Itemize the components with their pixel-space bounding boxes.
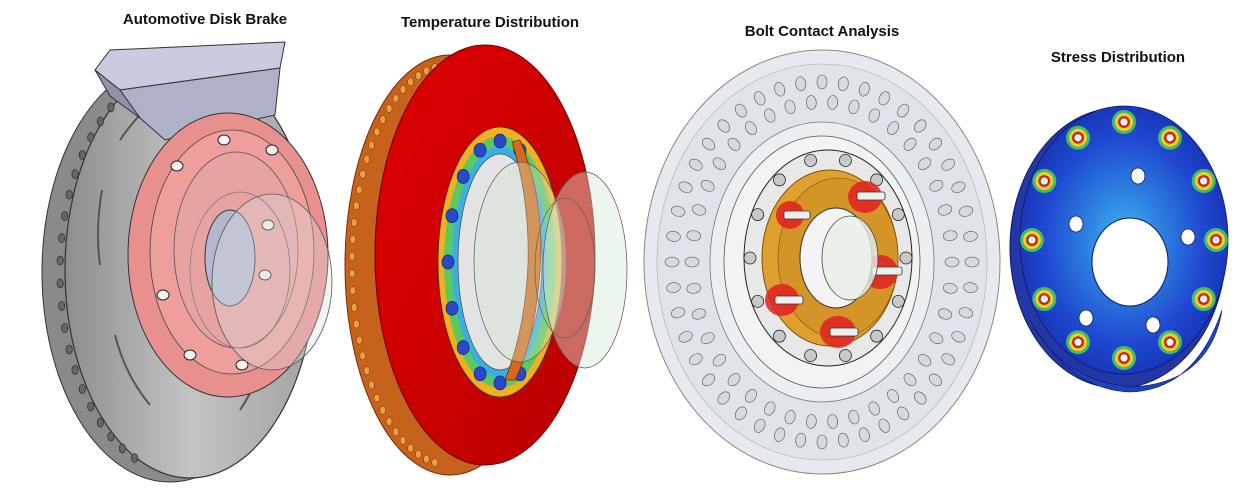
title-stress-distribution: Stress Distribution bbox=[1050, 49, 1186, 66]
title-temperature-distribution: Temperature Distribution bbox=[400, 14, 580, 31]
title-bolt-contact-analysis: Bolt Contact Analysis bbox=[744, 23, 900, 40]
temperature-model bbox=[344, 44, 628, 476]
bolt-contact-model bbox=[643, 49, 1001, 475]
stress-model bbox=[1009, 105, 1229, 393]
disk-brake-model bbox=[41, 41, 333, 483]
title-disk-brake: Automotive Disk Brake bbox=[122, 11, 288, 28]
